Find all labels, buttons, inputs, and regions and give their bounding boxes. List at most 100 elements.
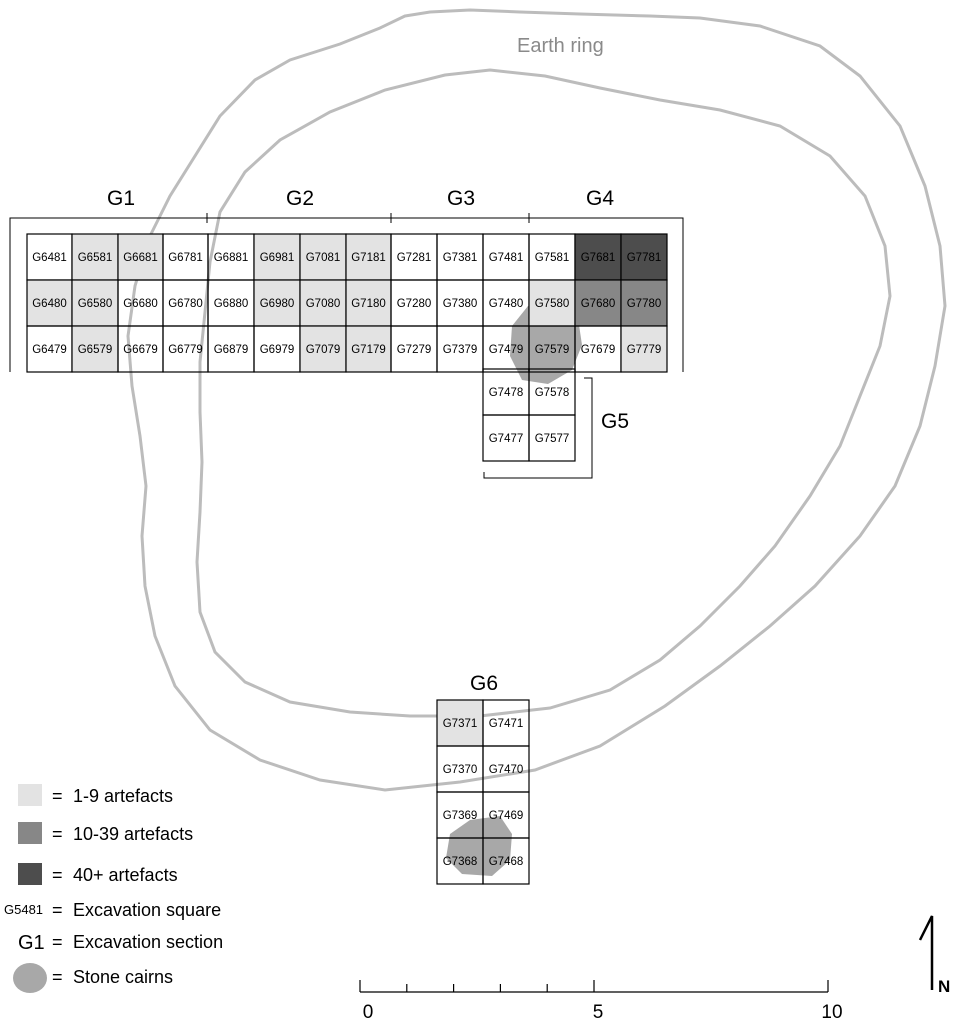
square-g7371: G7371 xyxy=(436,699,484,747)
square-cell xyxy=(26,279,73,327)
square-label: G7280 xyxy=(397,298,432,310)
legend-equals-low: = xyxy=(52,786,63,806)
square-g7279: G7279 xyxy=(390,325,438,373)
legend-label-cairn: Stone cairns xyxy=(73,967,173,987)
section-label-g4: G4 xyxy=(586,187,614,210)
legend-label-high: 40+ artefacts xyxy=(73,865,178,885)
north-label: N xyxy=(938,977,950,996)
square-label: G7478 xyxy=(489,387,524,399)
square-label: G7781 xyxy=(627,252,662,264)
legend-label-section: Excavation section xyxy=(73,932,223,952)
square-label: G6680 xyxy=(123,298,158,310)
square-g6579: G6579 xyxy=(71,325,119,373)
square-g7080: G7080 xyxy=(299,279,347,327)
square-g6780: G6780 xyxy=(162,279,209,327)
square-label: G7081 xyxy=(306,252,341,264)
square-label: G7581 xyxy=(535,252,570,264)
square-label: G7577 xyxy=(535,433,570,445)
square-label: G7179 xyxy=(351,344,386,356)
square-label: G6480 xyxy=(32,298,67,310)
square-label: G7480 xyxy=(489,298,524,310)
legend-equals-high: = xyxy=(52,865,63,885)
square-label: G6579 xyxy=(78,344,113,356)
north-arrow-line xyxy=(918,915,934,990)
square-label: G7470 xyxy=(489,764,524,776)
legend-label-square: Excavation square xyxy=(73,900,221,920)
square-g6979: G6979 xyxy=(253,325,301,373)
square-g7680: G7680 xyxy=(574,279,622,327)
square-g7780: G7780 xyxy=(620,279,668,327)
square-g7280: G7280 xyxy=(390,279,438,327)
square-label: G7779 xyxy=(627,344,662,356)
square-label: G7479 xyxy=(489,344,524,356)
square-label: G7080 xyxy=(306,298,341,310)
square-cell xyxy=(345,325,392,373)
square-g6981: G6981 xyxy=(253,233,301,281)
square-label: G7481 xyxy=(489,252,524,264)
square-label: G7580 xyxy=(535,298,570,310)
square-g7179: G7179 xyxy=(345,325,392,373)
section-label-g1: G1 xyxy=(107,187,135,210)
square-label: G6981 xyxy=(260,252,295,264)
square-label: G7469 xyxy=(489,810,524,822)
legend-swatch-high xyxy=(18,863,42,885)
square-label: G6481 xyxy=(32,252,67,264)
square-label: G7578 xyxy=(535,387,570,399)
square-g6580: G6580 xyxy=(71,279,119,327)
legend-swatch-mid xyxy=(18,822,42,844)
square-g6880: G6880 xyxy=(207,279,255,327)
earth-ring-outer xyxy=(126,8,947,792)
square-g7471: G7471 xyxy=(482,699,530,747)
square-label: G7279 xyxy=(397,344,432,356)
square-label: G7370 xyxy=(443,764,478,776)
square-cell xyxy=(71,325,119,373)
square-label: G6581 xyxy=(78,252,113,264)
scale-label: 0 xyxy=(363,1002,374,1023)
square-label: G6979 xyxy=(260,344,295,356)
square-cell xyxy=(574,233,622,281)
square-label: G7180 xyxy=(351,298,386,310)
square-g6481: G6481 xyxy=(26,233,73,281)
square-cell xyxy=(620,279,668,327)
stone-cairn-south xyxy=(446,816,512,876)
square-label: G6681 xyxy=(123,252,158,264)
legend-square-example: G5481 xyxy=(4,902,43,917)
square-cell xyxy=(528,279,576,327)
square-cell xyxy=(436,699,484,747)
north-arrow: N xyxy=(918,915,950,996)
square-g7681: G7681 xyxy=(574,233,622,281)
legend-label-mid: 10-39 artefacts xyxy=(73,824,193,844)
square-g7180: G7180 xyxy=(345,279,392,327)
square-g7081: G7081 xyxy=(299,233,347,281)
square-label: G6679 xyxy=(123,344,158,356)
square-cell xyxy=(574,279,622,327)
square-label: G6580 xyxy=(78,298,113,310)
square-g7781: G7781 xyxy=(620,233,668,281)
square-g7679: G7679 xyxy=(574,325,622,373)
square-cell xyxy=(482,837,530,885)
square-cell xyxy=(299,325,347,373)
square-g7477: G7477 xyxy=(482,414,530,462)
square-cell xyxy=(71,279,119,327)
square-g6480: G6480 xyxy=(26,279,73,327)
square-label: G7471 xyxy=(489,718,524,730)
square-label: G7468 xyxy=(489,856,524,868)
legend-section-example: G1 xyxy=(18,932,45,954)
square-label: G7680 xyxy=(581,298,616,310)
square-g7468: G7468 xyxy=(482,837,530,885)
earth-ring-inner xyxy=(195,68,892,718)
square-g6781: G6781 xyxy=(162,233,209,281)
square-cell xyxy=(253,279,301,327)
square-label: G7371 xyxy=(443,718,478,730)
scale-label: 10 xyxy=(821,1002,842,1023)
square-label: G6779 xyxy=(168,344,203,356)
square-label: G7681 xyxy=(581,252,616,264)
square-g6681: G6681 xyxy=(117,233,164,281)
square-g7380: G7380 xyxy=(436,279,484,327)
legend-swatch-low xyxy=(18,784,42,806)
section-brackets xyxy=(9,213,684,479)
legend-equals-section: = xyxy=(52,932,63,952)
square-label: G7181 xyxy=(351,252,386,264)
